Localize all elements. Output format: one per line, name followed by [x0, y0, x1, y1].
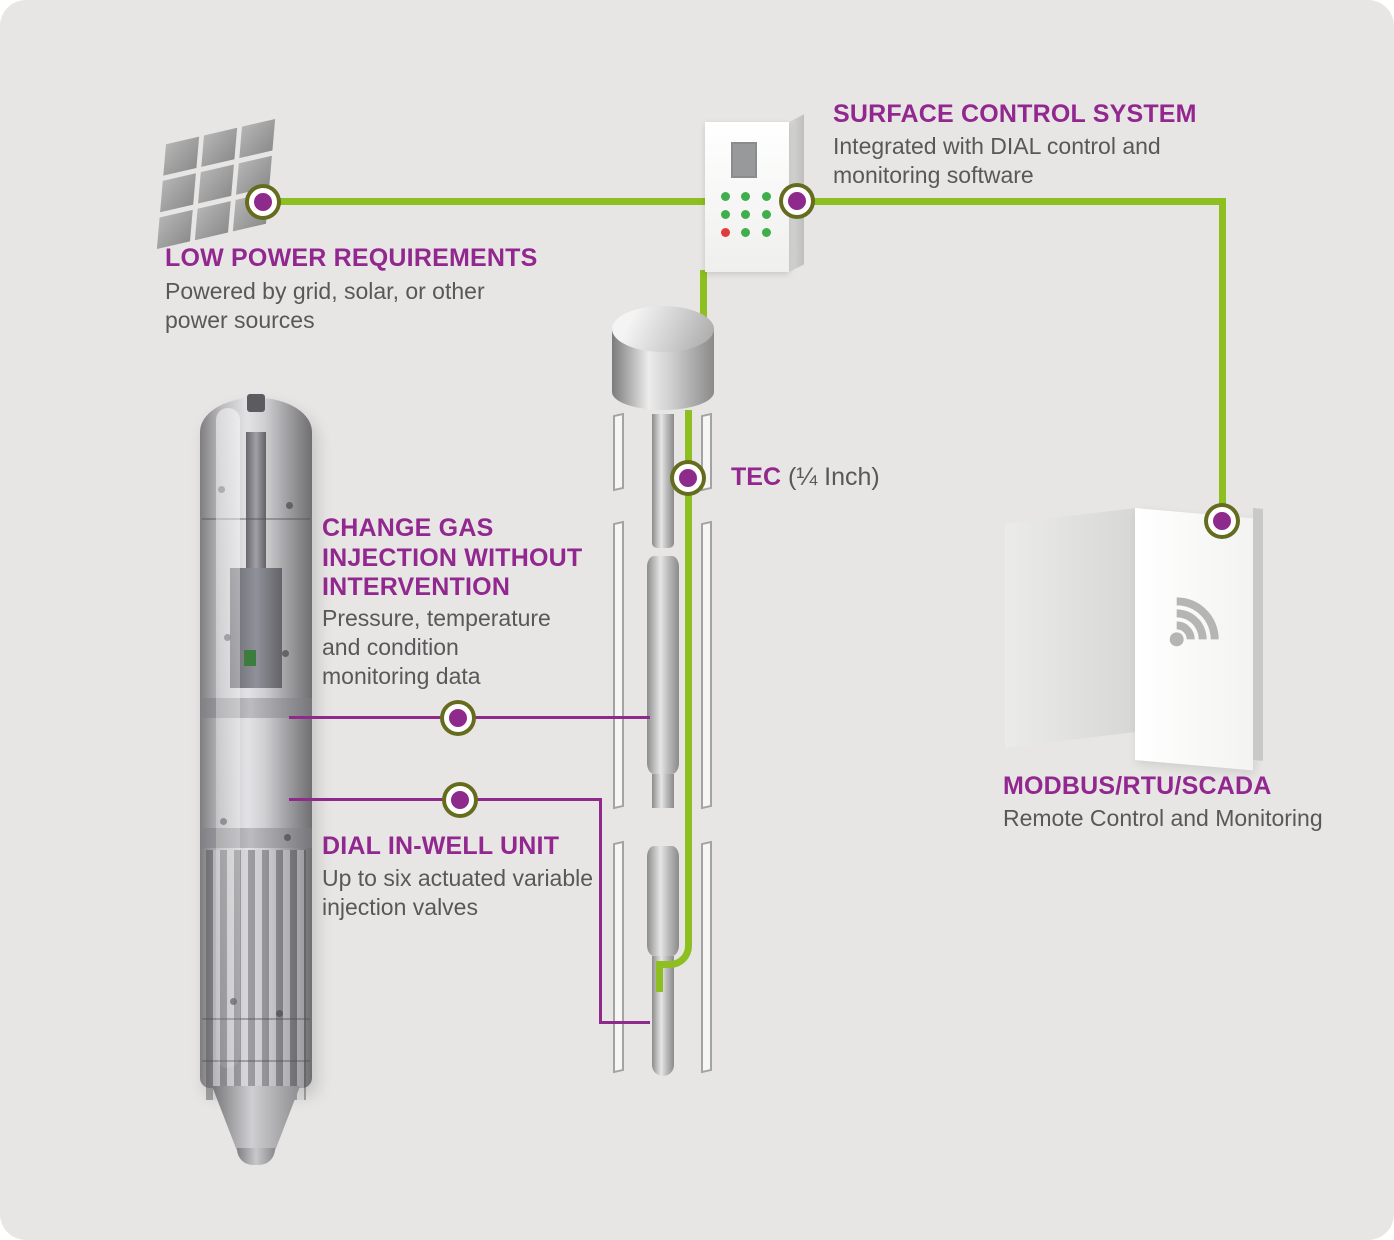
pointer-line-dial-unit-v [599, 798, 602, 1024]
tool-nose [237, 1148, 275, 1165]
pointer-line-dial-unit-h1 [289, 798, 602, 801]
dial-unit-title: DIAL IN-WELL UNIT [322, 832, 560, 860]
tool-highlight [216, 408, 240, 1068]
tool-bolt [286, 502, 293, 509]
led-indicator [721, 210, 730, 219]
tec-label: TEC(¼ Inch) [731, 463, 880, 492]
connector-dot-solar [249, 188, 277, 216]
led-indicator [761, 210, 771, 219]
modbus-panel-left [1005, 508, 1135, 748]
dial-unit-body: Up to six actuated variable injection va… [322, 865, 594, 921]
tool-bolt [282, 650, 289, 657]
solar-cell [239, 119, 276, 159]
connector-dot-tec [674, 464, 702, 492]
modbus-title: MODBUS/RTU/SCADA [1003, 772, 1272, 800]
connector-dot-change-gas [444, 704, 472, 732]
connector-dot-control [783, 187, 811, 215]
tool-bolt [284, 834, 291, 841]
dial-in-well-tool-icon [200, 394, 312, 1166]
control-box-led-grid [721, 192, 773, 237]
solar-cell [194, 201, 231, 241]
green-line-downhole-cable [685, 410, 692, 945]
green-line-down-to-modbus [1219, 198, 1226, 525]
solar-cell [198, 164, 234, 204]
solar-cell [160, 173, 196, 213]
casing-segment [701, 840, 712, 1074]
green-line-control-to-wellhead [700, 270, 707, 320]
led-indicator-red [721, 228, 730, 237]
modbus-body: Remote Control and Monitoring [1003, 805, 1323, 831]
tec-title: TEC [731, 463, 781, 491]
casing-segment [701, 412, 712, 492]
modbus-panel-edge [1253, 508, 1263, 761]
tubing-mandrel [647, 846, 679, 956]
led-indicator [741, 210, 751, 219]
connector-dot-modbus [1208, 507, 1236, 535]
wellhead-top [612, 306, 714, 352]
low-power-title: LOW POWER REQUIREMENTS [165, 244, 538, 272]
led-indicator [721, 192, 730, 201]
change-gas-title: CHANGE GAS INJECTION WITHOUT INTERVENTIO… [322, 514, 583, 601]
change-gas-body: Pressure, temperature and condition moni… [322, 605, 551, 690]
surface-control-unit-icon [705, 114, 807, 282]
led-indicator [761, 192, 771, 201]
tool-tapered-tip [212, 1086, 300, 1150]
casing-segment [613, 412, 624, 492]
control-box-front [705, 122, 789, 272]
green-line-elbow [656, 942, 692, 968]
surface-control-body: Integrated with DIAL control and monitor… [833, 133, 1161, 189]
casing-segment [613, 840, 624, 1074]
green-line-control-to-right [797, 198, 1226, 205]
connector-dot-dial-unit [446, 786, 474, 814]
tubing-mandrel [647, 556, 679, 774]
tool-seam [202, 1060, 310, 1062]
control-box-display [731, 142, 757, 178]
tubing-rod [652, 774, 674, 808]
led-indicator [761, 228, 771, 237]
tool-top-slot [247, 394, 265, 412]
tubing-rod [652, 414, 674, 548]
casing-segment [701, 520, 712, 810]
pointer-line-dial-unit-h2 [599, 1021, 650, 1024]
tool-green-component [244, 650, 256, 666]
green-line-cable-tail [656, 964, 663, 992]
tec-detail: (¼ Inch) [788, 463, 880, 491]
tool-seam [202, 1018, 310, 1020]
tool-bolt [276, 1010, 283, 1017]
green-line-solar-to-control [263, 198, 797, 205]
led-indicator [741, 192, 751, 201]
led-indicator [741, 228, 751, 237]
solar-cell [163, 136, 200, 176]
low-power-body: Powered by grid, solar, or other power s… [165, 278, 485, 334]
tool-seam [202, 518, 310, 520]
surface-control-title: SURFACE CONTROL SYSTEM [833, 100, 1197, 128]
solar-cell [201, 127, 238, 167]
solar-panel-icon [156, 119, 276, 249]
